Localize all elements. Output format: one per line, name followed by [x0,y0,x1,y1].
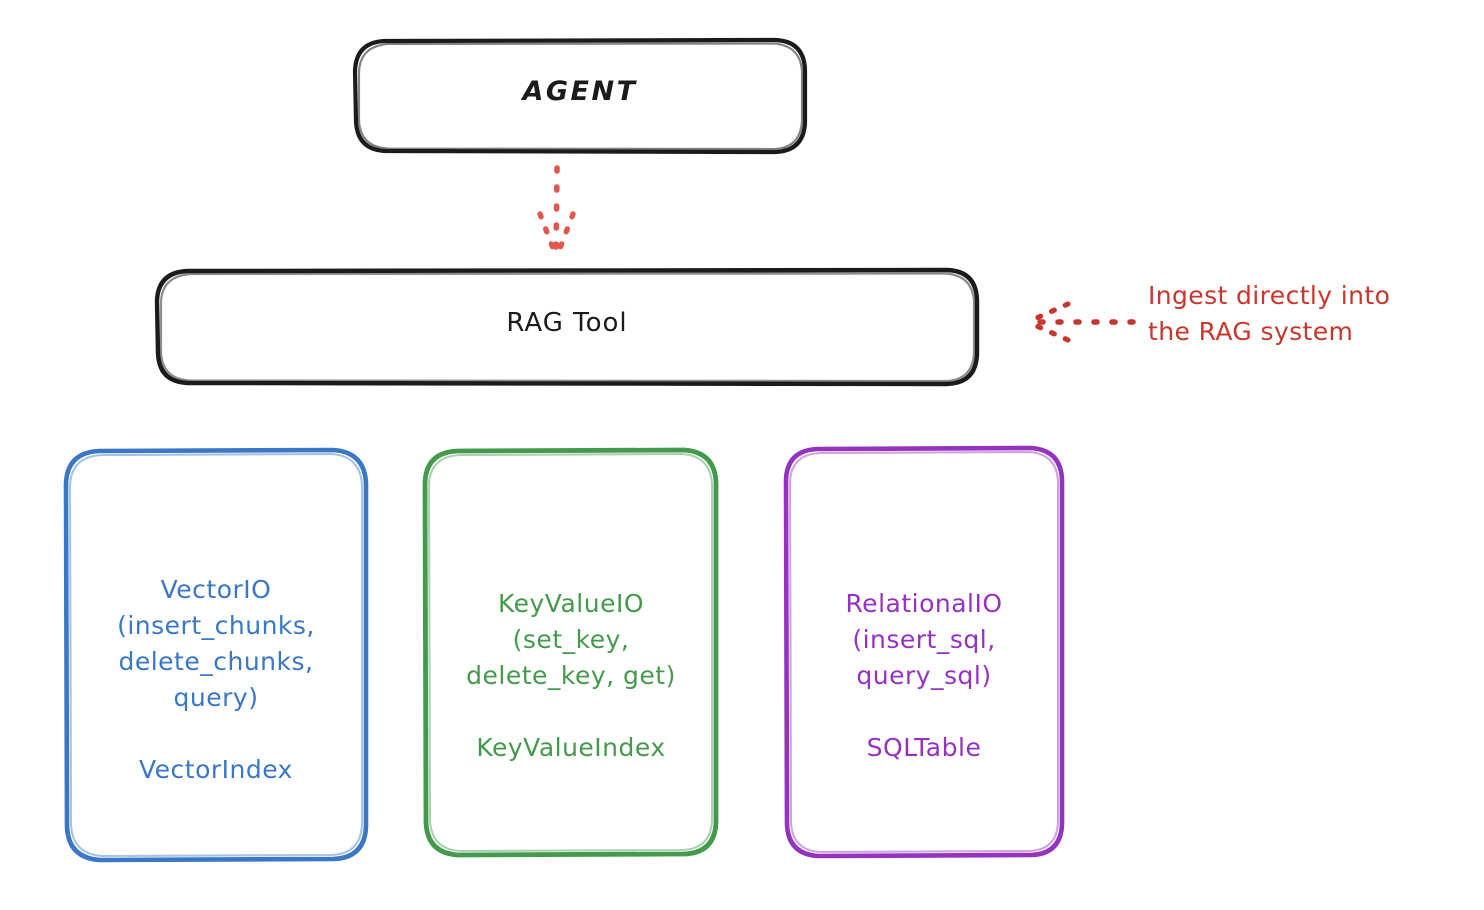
relational-io-node[interactable]: RelationalIO (insert_sql, query_sql) SQL… [786,448,1062,856]
key-value-io-text-block: KeyValueIO (set_key, delete_key, get) Ke… [460,550,682,802]
agent-to-rag-arrow [537,165,576,259]
ingest-annotation-text: Ingest directly into the RAG system [1148,281,1391,347]
vector-io-node[interactable]: VectorIO (insert_chunks, delete_chunks, … [66,450,366,860]
ingest-dotted-arrow [1027,301,1136,343]
vector-io-api-label: VectorIO (insert_chunks, delete_chunks, … [117,575,315,712]
relational-io-api-label: RelationalIO (insert_sql, query_sql) [845,589,1003,690]
vector-io-box-outline [63,447,369,863]
relational-io-text-block: RelationalIO (insert_sql, query_sql) SQL… [839,550,1008,802]
agent-node-label: AGENT [522,76,638,108]
key-value-io-api-label: KeyValueIO (set_key, delete_key, get) [466,589,676,690]
key-value-io-node[interactable]: KeyValueIO (set_key, delete_key, get) Ke… [426,450,716,855]
agent-node[interactable]: AGENT [355,40,805,152]
rag-tool-node[interactable]: RAG Tool [157,270,977,384]
key-value-index-label: KeyValueIndex [476,733,666,763]
relational-io-box-outline [783,445,1065,859]
vector-io-text-block: VectorIO (insert_chunks, delete_chunks, … [111,536,321,824]
agent-box-outline [352,37,808,155]
key-value-io-box-outline [422,447,719,858]
ragtool-box-outline [154,267,980,387]
rag-tool-node-label: RAG Tool [506,308,628,339]
vector-index-label: VectorIndex [138,755,293,785]
sql-table-label: SQLTable [866,733,982,763]
